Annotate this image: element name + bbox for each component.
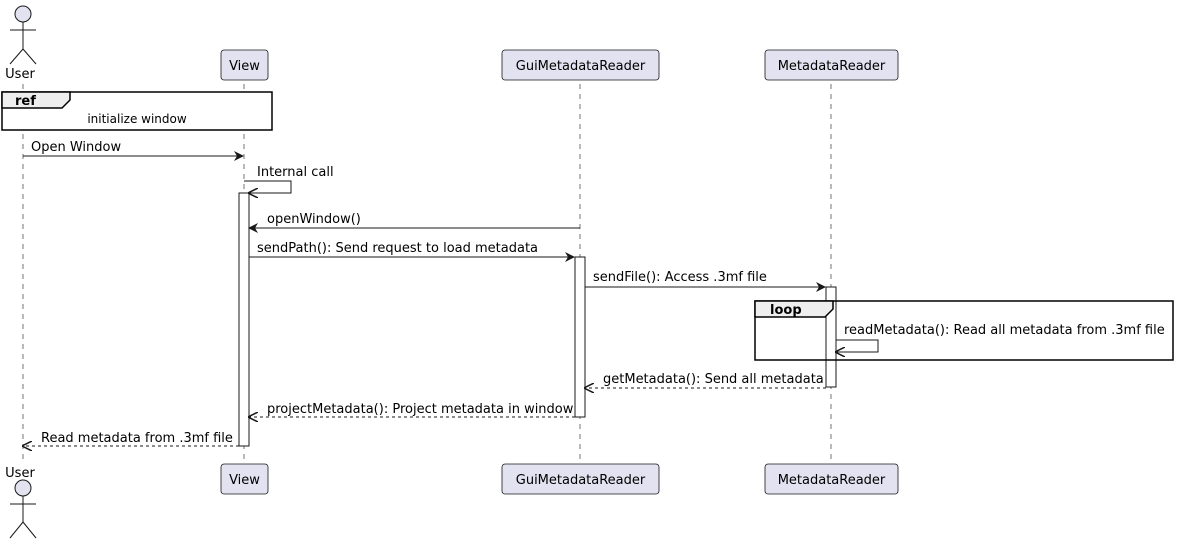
ref-text: initialize window: [87, 112, 187, 126]
message-labels: Open Window Internal call openWindow() s…: [31, 140, 1165, 446]
participant-metadata-reader-bottom: MetadataReader: [764, 463, 899, 495]
participant-gui-metadata-reader-top: GuiMetadataReader: [501, 49, 660, 81]
message-open-window-label: Open Window: [31, 140, 121, 155]
activation-metadata-reader: [825, 286, 837, 388]
message-read-result-label: Read metadata from .3mf file: [41, 431, 233, 446]
activation-gui-metadata-reader: [574, 256, 586, 418]
actor-user-bottom: [9, 479, 37, 539]
ref-frame: ref initialize window: [1, 91, 273, 131]
actor-head: [14, 479, 32, 497]
participant-label-user-bottom: User: [5, 466, 35, 481]
message-send-file-label: sendFile(): Access .3mf file: [593, 270, 767, 285]
activations: [238, 192, 837, 447]
message-read-metadata-label: readMetadata(): Read all metadata from .…: [844, 323, 1165, 338]
messages: [23, 151, 879, 446]
message-open-window-call-label: openWindow(): [267, 212, 361, 227]
participant-label-metadata-reader: MetadataReader: [778, 473, 886, 488]
message-internal-call-arrow: [244, 180, 292, 193]
loop-frame: loop: [754, 300, 1174, 361]
participant-gui-metadata-reader-bottom: GuiMetadataReader: [501, 463, 660, 495]
participant-view-top: View: [220, 49, 269, 81]
activation-view: [238, 192, 250, 447]
participant-label-gui-metadata-reader: GuiMetadataReader: [516, 59, 646, 74]
loop-keyword: loop: [770, 303, 802, 318]
participant-label-user-top: User: [5, 67, 35, 82]
participant-label-gui-metadata-reader: GuiMetadataReader: [516, 473, 646, 488]
ref-keyword: ref: [15, 94, 36, 109]
message-project-metadata-label: projectMetadata(): Project metadata in w…: [267, 402, 574, 417]
participant-view-bottom: View: [220, 463, 269, 495]
message-read-metadata-arrow: [836, 339, 879, 352]
participant-label-view: View: [229, 59, 260, 74]
actor-user-top: [9, 5, 37, 65]
message-internal-call-label: Internal call: [257, 165, 334, 180]
message-get-metadata-label: getMetadata(): Send all metadata: [603, 372, 824, 387]
participant-metadata-reader-top: MetadataReader: [764, 49, 899, 81]
participant-label-view: View: [229, 473, 260, 488]
participant-label-metadata-reader: MetadataReader: [778, 59, 886, 74]
message-send-path-label: sendPath(): Send request to load metadat…: [257, 241, 538, 256]
actor-head: [14, 5, 32, 23]
